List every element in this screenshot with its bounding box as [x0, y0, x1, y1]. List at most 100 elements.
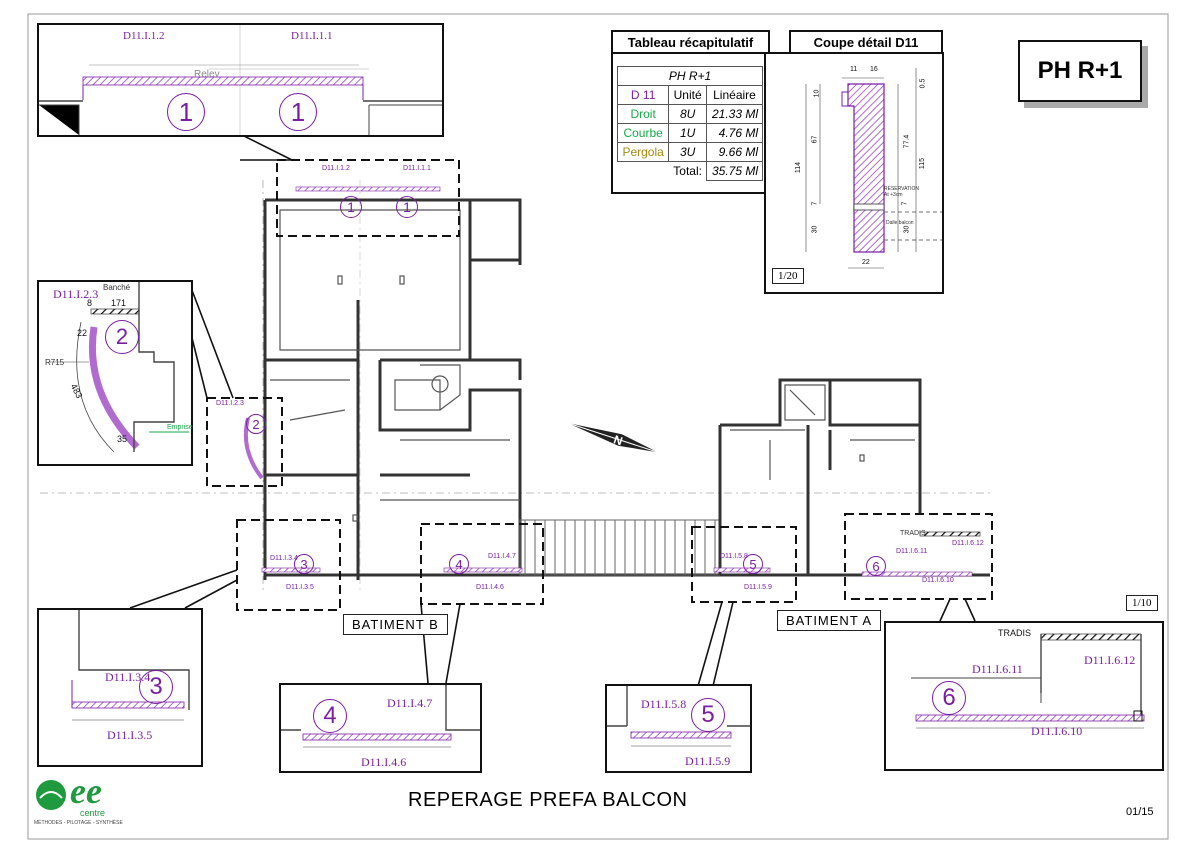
detail-dim-right-d: 30 [903, 225, 911, 234]
logo-circle-icon [36, 780, 66, 810]
callout-2-radius: R715 [45, 358, 65, 367]
callout-2-label: D11.I.2.3 [53, 287, 99, 301]
plan-label-3-bottom: D11.I.3.5 [286, 584, 314, 591]
callout-5: D11.I.5.8 D11.I.5.9 5 [605, 684, 752, 773]
summary-row-unit: 1U [668, 123, 707, 143]
detail-dim-right-b: 115 [919, 157, 927, 170]
plan-label-1-right: D11.I.1.1 [403, 165, 431, 172]
summary-title: Tableau récapitulatif [611, 30, 770, 54]
detail-dim-left-c: 114 [795, 161, 803, 174]
callout-1-label-right: D11.I.1.1 [291, 30, 333, 42]
callout-1-number-right: 1 [279, 93, 317, 131]
summary-row-unit: 3U [668, 142, 707, 162]
summary-total-label: Total: [673, 164, 702, 179]
detail-dim-bottom: 22 [862, 259, 870, 266]
callout-2-banche: Banché [103, 283, 131, 292]
callout-2-drawing [49, 282, 189, 453]
detail-dim-right-a: 77.4 [903, 134, 911, 149]
callout-3-drawing [71, 610, 190, 721]
callout-2: D11.I.2.3 Banché 8 171 22 35 R715 483 Em… [37, 280, 193, 466]
summary-row-type: Droit [616, 104, 670, 124]
callout-3-label-bottom: D11.I.3.5 [107, 728, 153, 742]
detail-dim-left-e: 30 [811, 225, 819, 234]
section-detail-panel: 11 16 0.5 10 67 114 7 30 77.4 115 7 30 2… [764, 52, 944, 294]
logo-subtext: centre [80, 808, 106, 818]
building-a-label: BATIMENT A [777, 610, 882, 631]
callout-2-note: Emprise [167, 424, 193, 431]
callout-5-label-top: D11.I.5.8 [641, 697, 687, 711]
callout-5-label-bottom: D11.I.5.9 [685, 754, 731, 768]
plan-label-6-c: D11.I.6.10 [922, 577, 954, 584]
callout-6: TRADIS D11.I.6.11 D11.I.6.12 D11.I.6.10 … [884, 621, 1164, 771]
plan-label-6-b: D11.I.6.12 [952, 540, 984, 547]
logo-tagline: MÉTHODES - PILOTAGE - SYNTHÈSE [34, 820, 123, 826]
detail-scale: 1/20 [772, 268, 804, 284]
plan-number-1-right: 1 [396, 196, 418, 218]
summary-col-unit: Unité [668, 85, 707, 105]
plan-number-3: 3 [294, 554, 314, 574]
callout-6-number: 6 [932, 681, 966, 715]
plan-number-4: 4 [449, 554, 469, 574]
summary-col-linear: Linéaire [705, 85, 764, 105]
plan-label-4-bottom: D11.I.4.6 [476, 584, 504, 591]
detail-note-slab: Dalle balcon [886, 220, 914, 226]
callout-3: D11.I.3.4 D11.I.3.5 3 [37, 608, 203, 767]
callout-6-tradis: TRADIS [998, 628, 1032, 638]
callout-4-drawing [281, 685, 480, 748]
logo-text: ee [70, 771, 102, 811]
callout-2-dim-c: 22 [77, 328, 88, 338]
summary-total-value: 35.75 Ml [705, 161, 764, 181]
summary-table-panel: PH R+1 D 11 Unité Linéaire Droit 8U 21.3… [611, 52, 770, 194]
callout-2-dim-a: 8 [87, 298, 93, 308]
detail-dim-right-c: 7 [901, 201, 909, 206]
detail-dim-left-d: 7 [811, 201, 819, 206]
plan-number-5: 5 [743, 554, 763, 574]
summary-row-linear: 4.76 Ml [705, 123, 764, 143]
callout-3-number: 3 [139, 670, 173, 704]
summary-row-type: Pergola [616, 142, 670, 162]
plan-label-6-a: D11.I.6.11 [896, 548, 928, 555]
summary-row-droit: Droit 8U 21.33 Ml [616, 104, 764, 124]
plan-number-6: 6 [866, 556, 886, 576]
callout-2-number: 2 [105, 320, 139, 354]
detail-dim-left-a: 10 [813, 89, 821, 98]
summary-row-linear: 21.33 Ml [705, 104, 764, 124]
detail-note-reservation: RESERVATION At +3cm [884, 186, 920, 198]
detail-dim-small: 0.5 [919, 78, 927, 89]
plan-label-5-bottom: D11.I.5.9 [744, 584, 772, 591]
callout-1: D11.I.1.2 D11.I.1.1 Relev 1 1 [37, 23, 444, 137]
detail-dim-top-a: 11 [850, 66, 858, 73]
company-logo: ee centre MÉTHODES - PILOTAGE - SYNTHÈSE [34, 771, 134, 830]
summary-col-type: D 11 [616, 85, 670, 105]
callout-3-label-top: D11.I.3.4 [105, 670, 151, 684]
summary-caption: PH R+1 [617, 66, 763, 86]
callout-1-number-left: 1 [167, 93, 205, 131]
detail-dim-top-b: 16 [870, 66, 878, 73]
callout-6-label-c: D11.I.6.10 [1031, 724, 1083, 738]
callout-5-drawing [607, 686, 750, 747]
svg-text:N: N [612, 432, 625, 448]
building-b-label: BATIMENT B [343, 614, 448, 635]
callout-1-label-left: D11.I.1.2 [123, 30, 165, 42]
callout-5-number: 5 [691, 698, 725, 732]
summary-table: PH R+1 D 11 Unité Linéaire Droit 8U 21.3… [616, 66, 764, 181]
summary-row-pergola: Pergola 3U 9.66 Ml [616, 142, 764, 162]
plan-label-5-top: D11.I.5.8 [720, 553, 748, 560]
callout-1-note: Relev [194, 69, 220, 80]
callout-4-label-top: D11.I.4.7 [387, 696, 433, 710]
summary-row-type: Courbe [616, 123, 670, 143]
plan-label-3-top: D11.I.3.4 [270, 555, 298, 562]
callout-4-number: 4 [313, 699, 347, 733]
plan-number-1-left: 1 [340, 196, 362, 218]
plan-label-4-top: D11.I.4.7 [488, 553, 516, 560]
plan-label-1-left: D11.I.1.2 [322, 165, 350, 172]
callout-1-drawing [39, 25, 442, 135]
level-badge: PH R+1 [1018, 40, 1142, 102]
plan-number-2: 2 [246, 414, 266, 434]
summary-row-courbe: Courbe 1U 4.76 Ml [616, 123, 764, 143]
callout-2-dim-b: 171 [111, 298, 127, 308]
plan-scale: 1/10 [1126, 595, 1158, 611]
callout-2-dim-d: 35 [117, 434, 128, 444]
callout-6-label-b: D11.I.6.12 [1084, 653, 1136, 667]
